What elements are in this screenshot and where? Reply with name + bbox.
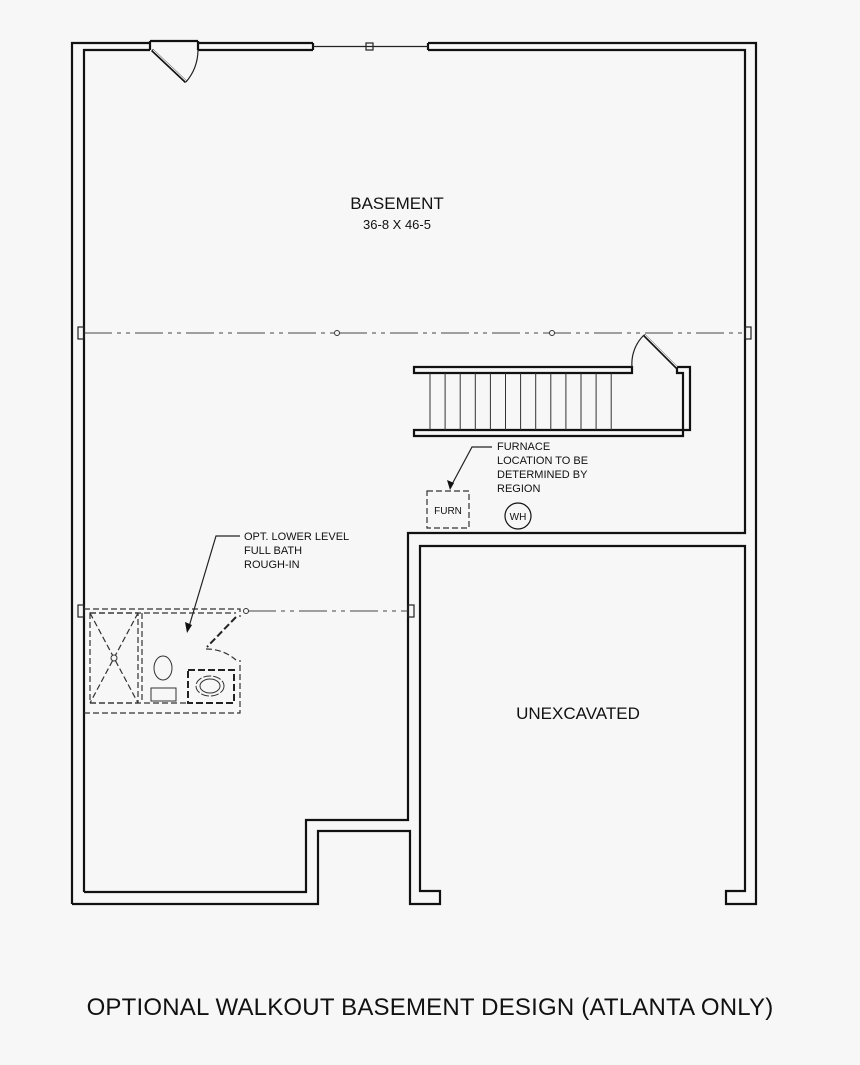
water-heater: WH: [504, 502, 532, 530]
bath-rough-in: [84, 608, 241, 714]
water-heater-label: WH: [510, 512, 527, 523]
staircase: [412, 333, 692, 438]
bath-note-line-1: OPT. LOWER LEVEL: [244, 531, 349, 543]
furnace-note: FURNACE LOCATION TO BE DETERMINED BY REG…: [497, 441, 588, 495]
bath-note-line-3: ROUGH-IN: [244, 559, 300, 571]
bath-note: OPT. LOWER LEVEL FULL BATH ROUGH-IN: [244, 531, 349, 571]
furnace-note-line-4: REGION: [497, 483, 540, 495]
furnace-note-line-3: DETERMINED BY: [497, 469, 588, 481]
entry-door: [150, 48, 199, 84]
plan-caption: OPTIONAL WALKOUT BASEMENT DESIGN (ATLANT…: [86, 994, 774, 1021]
furnace-leader: [447, 446, 492, 490]
furnace-note-line-1: FURNACE: [497, 441, 550, 453]
basement-room-label: BASEMENT: [350, 194, 444, 213]
basement-dimensions: 36-8 X 46-5: [363, 217, 431, 232]
bath-note-line-2: FULL BATH: [244, 545, 302, 557]
grid-line-upper: [77, 326, 752, 340]
exterior-walls: [70, 39, 758, 906]
grid-line-lower: [77, 604, 415, 618]
furnace-label: FURN: [434, 506, 462, 517]
bath-leader: [185, 535, 240, 633]
furnace: FURN: [426, 490, 470, 529]
unexcavated-label: UNEXCAVATED: [516, 704, 640, 723]
furnace-note-line-2: LOCATION TO BE: [497, 455, 588, 467]
